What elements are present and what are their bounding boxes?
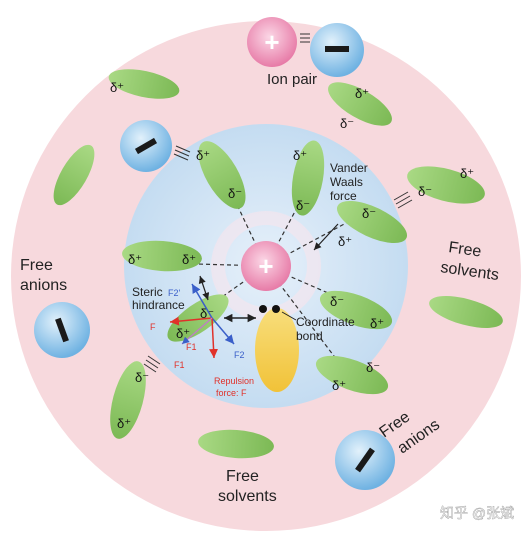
free-solvent-5 bbox=[429, 296, 503, 328]
repulsion-label-2: force: F bbox=[216, 388, 247, 398]
free-anions-left-2: anions bbox=[20, 277, 67, 294]
ion-pair-label: Ion pair bbox=[267, 71, 317, 88]
free-solvent-4 bbox=[407, 166, 485, 204]
f-label: F bbox=[150, 322, 156, 332]
repulsion-label-1: Repulsion bbox=[214, 376, 254, 386]
steric-label-1: Steric bbox=[132, 285, 163, 299]
coordinate-label-1: Coordinate bbox=[296, 315, 355, 329]
ion-pair-plus: + bbox=[264, 27, 279, 57]
dp-5: δ⁺ bbox=[182, 252, 196, 267]
force-arrows bbox=[169, 223, 339, 359]
steric-arrow bbox=[198, 275, 210, 301]
force-f-arrow bbox=[169, 316, 213, 326]
force-f1-arrow bbox=[181, 317, 213, 345]
dm-4: δ⁻ bbox=[330, 294, 344, 309]
shell-solvent-4 bbox=[122, 240, 202, 272]
f1-small-label: F1 bbox=[174, 360, 185, 370]
dp-6: δ⁺ bbox=[370, 316, 384, 331]
vdw-pointer bbox=[313, 223, 339, 251]
vdw-dashes bbox=[143, 33, 413, 373]
vdw-label-1: Vander bbox=[330, 161, 368, 175]
dp-3: δ⁺ bbox=[338, 234, 352, 249]
dp-10: δ⁺ bbox=[110, 80, 124, 95]
force-f2-arrow bbox=[211, 317, 235, 345]
f1-label: F1 bbox=[186, 342, 197, 352]
dm-3: δ⁻ bbox=[362, 206, 376, 221]
ion-pair-minus bbox=[325, 46, 349, 52]
dm-7: δ⁻ bbox=[135, 370, 149, 385]
shell-solvent-3 bbox=[336, 200, 408, 244]
free-anions-left-1: Free bbox=[20, 257, 53, 274]
free-solvent-2 bbox=[328, 82, 392, 126]
coordinating-anion bbox=[255, 308, 299, 392]
free-solvents-right-1: Free bbox=[447, 239, 482, 260]
shell-solvents bbox=[110, 140, 408, 439]
watermark: 知乎 @张斌 bbox=[440, 505, 514, 521]
dm-1: δ⁻ bbox=[228, 186, 242, 201]
dm-6: δ⁻ bbox=[366, 360, 380, 375]
force-f2prime-arrow bbox=[191, 283, 213, 319]
shell-solvent-6 bbox=[167, 294, 229, 342]
dp-4: δ⁺ bbox=[128, 252, 142, 267]
central-cation bbox=[241, 241, 291, 291]
force-repulsion-arrow bbox=[209, 317, 219, 359]
coordinate-label-2: bond bbox=[296, 329, 323, 343]
dp-1: δ⁺ bbox=[196, 148, 210, 163]
vdw-label-3: force bbox=[330, 189, 357, 203]
steric-label-2: hindrance bbox=[132, 298, 185, 312]
f2prime-label: F2' bbox=[168, 288, 181, 298]
central-cation-plus: + bbox=[258, 251, 273, 281]
free-solvents-bottom-2: solvents bbox=[218, 488, 277, 505]
dm-2: δ⁻ bbox=[296, 198, 310, 213]
free-solvent-3 bbox=[53, 144, 95, 206]
dp-11: δ⁺ bbox=[355, 86, 369, 101]
free-solvent-6 bbox=[198, 429, 274, 459]
dm-8: δ⁻ bbox=[340, 116, 354, 131]
f2-label: F2 bbox=[234, 350, 245, 360]
shell-solvent-7 bbox=[315, 355, 389, 395]
coord-pointer bbox=[281, 311, 297, 321]
shell-solvent-2 bbox=[291, 140, 325, 216]
dp-8: δ⁺ bbox=[332, 378, 346, 393]
dp-12: δ⁺ bbox=[460, 166, 474, 181]
free-solvents bbox=[53, 69, 503, 459]
partial-charges: δ⁺ δ⁻ δ⁺ δ⁻ δ⁻ δ⁺ δ⁺ δ⁺ δ⁻ δ⁺ δ⁻ δ⁺ δ⁺ δ… bbox=[110, 80, 474, 431]
free-solvent-1 bbox=[108, 69, 180, 99]
vdw-label-2: Waals bbox=[330, 175, 363, 189]
shell-solvent-5 bbox=[319, 290, 393, 330]
dp-9: δ⁺ bbox=[117, 416, 131, 431]
shell-solvent-8 bbox=[110, 361, 146, 439]
dm-9: δ⁻ bbox=[418, 184, 432, 199]
dm-5: δ⁻ bbox=[200, 306, 214, 321]
dp-2: δ⁺ bbox=[293, 148, 307, 163]
free-solvents-bottom-1: Free bbox=[226, 468, 259, 485]
shell-solvent-1 bbox=[198, 141, 246, 209]
ion-pair-cation bbox=[247, 17, 297, 67]
